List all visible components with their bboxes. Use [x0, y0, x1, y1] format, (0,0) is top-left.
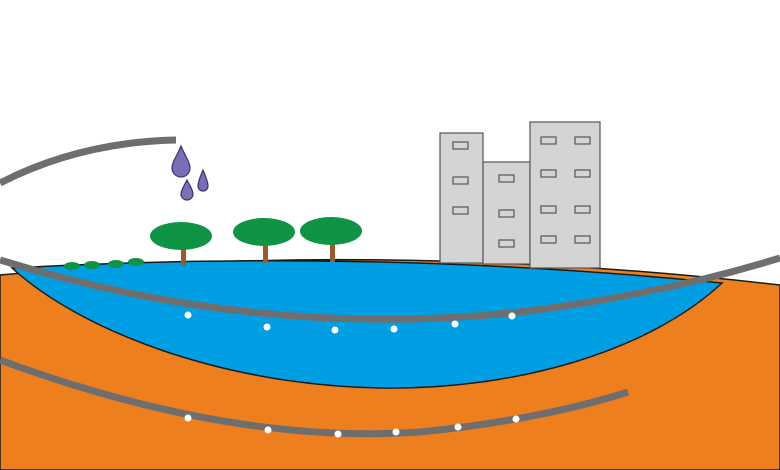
upper-pipe-holes [184, 311, 516, 334]
pipe-hole [512, 415, 520, 423]
aquifer-water-body [10, 259, 724, 389]
building-left [439, 132, 484, 264]
shrub-icon [108, 260, 124, 268]
pipe-hole [390, 325, 398, 333]
pipe-hole [184, 311, 192, 319]
upper-recharge-pipe [0, 254, 780, 323]
rain-drop-icon [171, 144, 191, 178]
inlet-pipe [0, 136, 177, 187]
lower-pipe-holes [184, 414, 520, 438]
pipe-hole [331, 326, 339, 334]
tree-icon [233, 218, 295, 263]
tree-icon [300, 217, 362, 262]
shrubs [64, 258, 144, 270]
lower-recharge-pipe [0, 356, 630, 438]
pipe-hole [508, 312, 516, 320]
pipe-hole [264, 426, 272, 434]
rain-drop-icon [180, 178, 194, 201]
pipe-hole [334, 430, 342, 438]
shrub-icon [128, 258, 144, 266]
pipe-hole [392, 428, 400, 436]
rain-drops [171, 144, 209, 201]
pipe-hole [263, 323, 271, 331]
rain-drop-icon [197, 168, 209, 192]
building-middle [482, 161, 531, 265]
pipe-hole [184, 414, 192, 422]
building-right [529, 121, 601, 269]
pipe-hole [454, 423, 462, 431]
shrub-icon [64, 262, 80, 270]
pipe-hole [451, 320, 459, 328]
shrub-icon [84, 261, 100, 269]
tree-icon [150, 222, 212, 266]
